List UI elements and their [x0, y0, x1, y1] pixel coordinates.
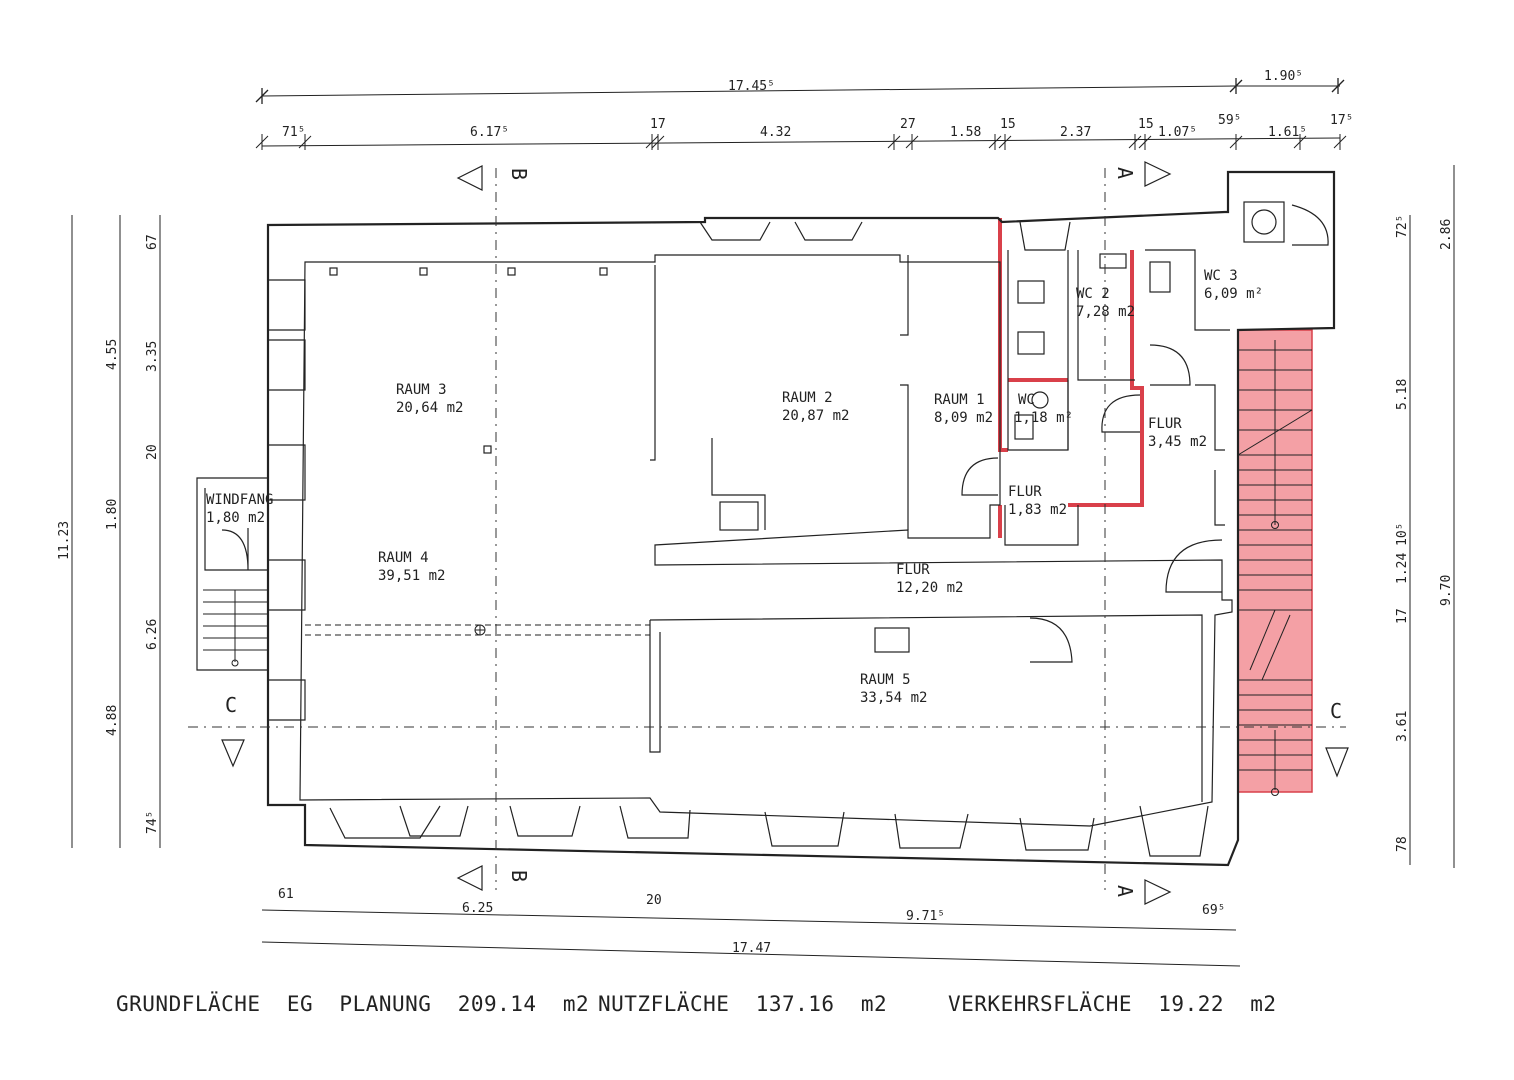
room-area-wc1: 1,18 m²	[1014, 410, 1073, 426]
dim-bottom-segment: 61	[278, 887, 294, 902]
building-walls	[196, 170, 1336, 867]
dimension-lines-right	[1409, 165, 1455, 868]
dim-right-inner: 10⁵	[1395, 523, 1410, 546]
dim-right-labels: 2.86 9.70 5.18 3.61 72⁵ 10⁵ 1.24 17 78	[1395, 215, 1454, 852]
dim-top-segment: 15	[1138, 117, 1154, 132]
room-name-wc3: WC 3	[1204, 268, 1238, 284]
room-area-raum4: 39,51 m2	[378, 568, 445, 584]
room-name-flur-a: FLUR	[1148, 416, 1182, 432]
section-label-a-bottom: A	[1113, 885, 1137, 897]
footer-grundflaeche: GRUNDFLÄCHE EG PLANUNG 209.14 m2	[116, 992, 590, 1016]
dim-right-inner: 78	[1395, 836, 1410, 852]
dim-left-inner: 3.35	[145, 341, 160, 372]
dim-left-middle: 4.55	[105, 339, 120, 370]
room-name-raum4: RAUM 4	[378, 550, 429, 566]
dim-bottom-segment: 9.71⁵	[906, 909, 945, 924]
dim-top-segment: 17	[650, 117, 666, 132]
room-area-flur-b: 1,83 m2	[1008, 502, 1067, 518]
section-lines	[188, 161, 1349, 905]
room-area-raum1: 8,09 m2	[934, 410, 993, 426]
dim-left-middle: 1.80	[105, 499, 120, 530]
room-area-flur-c: 12,20 m2	[896, 580, 963, 596]
dimension-lines-left	[71, 215, 161, 848]
room-area-windfang: 1,80 m2	[206, 510, 265, 526]
dimension-ticks-top	[255, 134, 1347, 150]
room-name-wc1: WC	[1018, 392, 1035, 408]
dim-bottom-segment: 20	[646, 893, 662, 908]
dim-top-segment: 71⁵	[282, 125, 305, 140]
dim-top-segment: 59⁵	[1218, 113, 1241, 128]
dim-left-inner: 6.26	[145, 619, 160, 650]
room-name-wc2: WC 2	[1076, 286, 1110, 302]
dim-left-inner: 74⁵	[145, 811, 160, 834]
dim-bottom-segment: 6.25	[462, 901, 493, 916]
room-name-flur-b: FLUR	[1008, 484, 1042, 500]
dim-left-middle: 4.88	[105, 705, 120, 736]
section-label-b-bottom: B	[507, 870, 531, 882]
dim-left-overall: 11.23	[57, 521, 72, 560]
section-label-a-top: A	[1113, 167, 1137, 179]
dimension-lines-top	[255, 78, 1345, 147]
dim-right-middle: 5.18	[1395, 379, 1410, 410]
dim-top-segment: 1.61⁵	[1268, 125, 1307, 140]
dim-top-overall: 17.45⁵	[728, 79, 775, 94]
room-name-flur-c: FLUR	[896, 562, 930, 578]
dim-top-segment: 4.32	[760, 125, 791, 140]
room-area-raum2: 20,87 m2	[782, 408, 849, 424]
room-area-wc2: 7,28 m2	[1076, 304, 1135, 320]
room-name-raum2: RAUM 2	[782, 390, 833, 406]
dim-right-inner: 72⁵	[1395, 215, 1410, 238]
dim-top-right: 1.90⁵	[1264, 69, 1303, 84]
dim-top-segment: 15	[1000, 117, 1016, 132]
dim-right-inner: 1.24	[1395, 553, 1410, 584]
dim-bottom-segment: 69⁵	[1202, 903, 1225, 918]
room-name-raum3: RAUM 3	[396, 382, 447, 398]
room-area-raum5: 33,54 m2	[860, 690, 927, 706]
room-labels: RAUM 3 20,64 m2 RAUM 2 20,87 m2 RAUM 1 8…	[206, 268, 1263, 706]
dim-top-segment: 1.58	[950, 125, 981, 140]
staircase-highlight	[1237, 329, 1313, 796]
room-name-raum5: RAUM 5	[860, 672, 911, 688]
footer-nutzflaeche: NUTZFLÄCHE 137.16 m2	[598, 992, 888, 1016]
footer-verkehrsflaeche: VERKEHRSFLÄCHE 19.22 m2	[948, 992, 1277, 1016]
section-label-b-top: B	[507, 168, 531, 180]
section-label-c-right: C	[1330, 699, 1342, 723]
dim-bottom-overall: 17.47	[732, 941, 771, 956]
dim-right-overall: 9.70	[1439, 575, 1454, 606]
room-name-windfang: WINDFANG	[206, 492, 273, 508]
dim-right-inner: 17	[1395, 608, 1410, 624]
dim-right-middle: 3.61	[1395, 711, 1410, 742]
dim-left-labels: 11.23 4.55 1.80 4.88 67 3.35 20 6.26 74⁵	[57, 234, 160, 834]
dim-top-segment: 27	[900, 117, 916, 132]
room-area-flur-a: 3,45 m2	[1148, 434, 1207, 450]
dim-top-segment: 2.37	[1060, 125, 1091, 140]
dim-right-overall: 2.86	[1439, 219, 1454, 250]
dim-left-inner: 67	[145, 234, 160, 250]
room-area-wc3: 6,09 m²	[1204, 286, 1263, 302]
dim-top-segments: 71⁵ 6.17⁵ 17 4.32 27 1.58 15 2.37 15 1.07⁵ 59⁵ 1.61…	[282, 113, 1353, 140]
room-area-raum3: 20,64 m2	[396, 400, 463, 416]
dim-left-inner: 20	[145, 444, 160, 460]
dim-bottom-segments: 61 6.25 20 9.71⁵ 69⁵	[278, 887, 1225, 924]
dim-top-segment: 17⁵	[1330, 113, 1353, 128]
room-name-raum1: RAUM 1	[934, 392, 985, 408]
section-label-c-left: C	[225, 693, 237, 717]
dimension-lines-bottom	[261, 909, 1241, 967]
dim-top-segment: 1.07⁵	[1158, 125, 1197, 140]
dim-top-segment: 6.17⁵	[470, 125, 509, 140]
